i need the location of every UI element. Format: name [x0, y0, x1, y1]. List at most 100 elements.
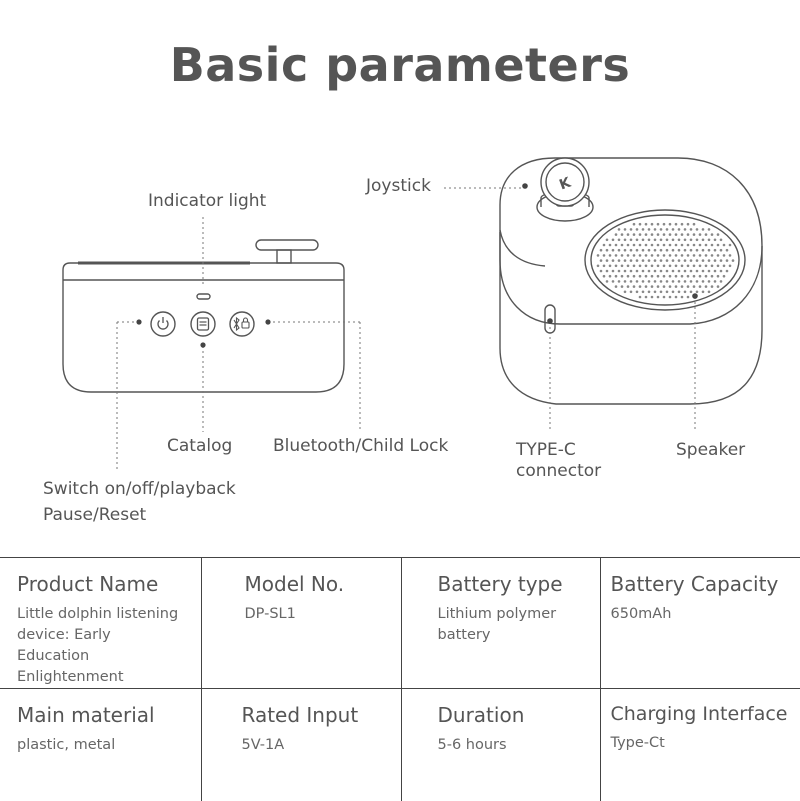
speaker-hole — [618, 239, 621, 242]
speaker-hole — [663, 296, 666, 299]
speaker-hole — [702, 280, 705, 283]
speaker-hole — [606, 259, 609, 262]
device-side-outline — [500, 232, 762, 404]
speaker-hole — [633, 265, 636, 268]
speaker-hole — [711, 275, 714, 278]
speaker-hole — [639, 296, 642, 299]
speaker-hole — [621, 265, 624, 268]
speaker-hole — [669, 233, 672, 236]
spec-value: Little dolphin listening device: Early E… — [17, 604, 187, 688]
speaker-hole — [681, 296, 684, 299]
speaker-hole — [621, 254, 624, 257]
speaker-hole — [657, 296, 660, 299]
speaker-hole — [645, 265, 648, 268]
speaker-hole — [675, 244, 678, 247]
speaker-hole — [672, 228, 675, 231]
speaker-hole — [684, 291, 687, 294]
speaker-hole — [699, 254, 702, 257]
speaker-hole — [606, 270, 609, 273]
speaker-hole — [651, 244, 654, 247]
speaker-hole — [684, 228, 687, 231]
speaker-hole — [597, 254, 600, 257]
speaker-hole — [675, 233, 678, 236]
speaker-hole — [651, 275, 654, 278]
speaker-hole — [699, 233, 702, 236]
speaker-hole — [654, 249, 657, 252]
speaker-hole — [648, 291, 651, 294]
speaker-hole — [675, 275, 678, 278]
speaker-hole — [699, 244, 702, 247]
front-callouts — [117, 217, 360, 472]
spec-value: 650mAh — [611, 604, 800, 625]
speaker-hole — [654, 280, 657, 283]
speaker-hole — [624, 291, 627, 294]
speaker-hole — [720, 270, 723, 273]
speaker-hole — [606, 280, 609, 283]
speaker-hole — [720, 259, 723, 262]
speaker-hole — [642, 259, 645, 262]
speaker-hole — [609, 275, 612, 278]
speaker-hole — [687, 296, 690, 299]
speaker-hole — [693, 285, 696, 288]
speaker-hole — [648, 259, 651, 262]
speaker-hole — [648, 270, 651, 273]
speaker-hole — [645, 275, 648, 278]
speaker-hole — [669, 265, 672, 268]
spec-cell-model-no: Model No. DP-SL1 — [201, 558, 401, 689]
speaker-hole — [657, 223, 660, 226]
speaker-hole — [603, 254, 606, 257]
catalog-label: Catalog — [167, 436, 232, 456]
speaker-hole — [702, 259, 705, 262]
speaker-hole — [723, 244, 726, 247]
speaker-hole — [681, 285, 684, 288]
speaker-hole — [618, 259, 621, 262]
front-joystick-stem — [277, 250, 291, 263]
spec-value: 5V-1A — [242, 735, 401, 756]
spec-label: Rated Input — [242, 703, 401, 727]
speaker-hole — [717, 244, 720, 247]
speaker-hole — [720, 280, 723, 283]
spec-label: Battery Capacity — [611, 572, 800, 596]
speaker-hole — [636, 228, 639, 231]
speaker-hole — [693, 233, 696, 236]
speaker-hole — [657, 265, 660, 268]
speaker-hole — [684, 249, 687, 252]
speaker-hole — [597, 265, 600, 268]
speaker-hole — [693, 254, 696, 257]
switch-label-line2: Pause/Reset — [43, 505, 146, 525]
speaker-hole — [666, 280, 669, 283]
speaker-hole — [690, 270, 693, 273]
speaker-hole — [675, 254, 678, 257]
speaker-hole — [612, 239, 615, 242]
spec-cell-charging-interface: Charging Interface Type-Ct — [600, 689, 800, 801]
speaker-hole — [666, 249, 669, 252]
speaker-hole — [666, 291, 669, 294]
speaker-hole — [651, 254, 654, 257]
spec-value: Lithium polymer battery — [438, 604, 568, 646]
speaker-hole — [618, 249, 621, 252]
speaker-hole — [615, 285, 618, 288]
speaker-hole — [687, 275, 690, 278]
speaker-hole — [678, 280, 681, 283]
speaker-hole — [720, 249, 723, 252]
speaker-hole — [660, 270, 663, 273]
speaker-hole — [624, 228, 627, 231]
spec-cell-battery-capacity: Battery Capacity 650mAh — [600, 558, 800, 689]
speaker-hole — [729, 265, 732, 268]
speaker-hole — [648, 239, 651, 242]
speaker-hole — [717, 265, 720, 268]
speaker-hole — [693, 244, 696, 247]
speaker-hole — [705, 233, 708, 236]
speaker-hole — [717, 285, 720, 288]
speaker-hole — [675, 223, 678, 226]
speaker-hole — [624, 239, 627, 242]
speaker-hole — [672, 280, 675, 283]
speaker-hole — [639, 254, 642, 257]
speaker-hole — [651, 265, 654, 268]
product-diagram: K — [0, 0, 800, 557]
speaker-hole — [651, 223, 654, 226]
spec-value: plastic, metal — [17, 735, 201, 756]
spec-label: Model No. — [245, 572, 401, 596]
speaker-hole — [639, 233, 642, 236]
speaker-hole — [720, 239, 723, 242]
